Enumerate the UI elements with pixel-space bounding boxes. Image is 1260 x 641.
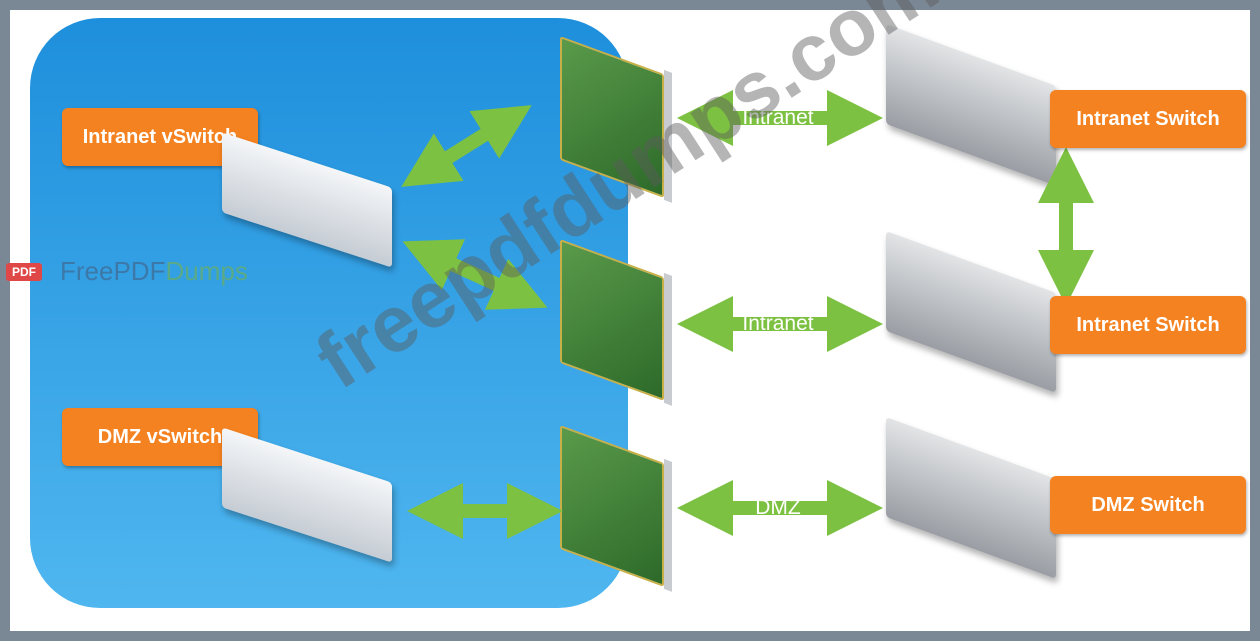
logo-text: Dumps: [165, 256, 248, 286]
logo-text: FreePDF: [60, 256, 166, 286]
dmz-switch-label: DMZ Switch: [1050, 476, 1246, 534]
link-label-dmz: DMZ: [755, 496, 801, 519]
link-label-intranet: Intranet: [742, 106, 814, 129]
arrow-icon: [401, 105, 532, 187]
intranet-switch-label: Intranet Switch: [1050, 296, 1246, 354]
arrow-icon: [402, 239, 548, 310]
pdf-icon: PDF: [6, 262, 42, 281]
intranet-switch-label: Intranet Switch: [1050, 90, 1246, 148]
link-label-intranet: Intranet: [742, 312, 814, 335]
